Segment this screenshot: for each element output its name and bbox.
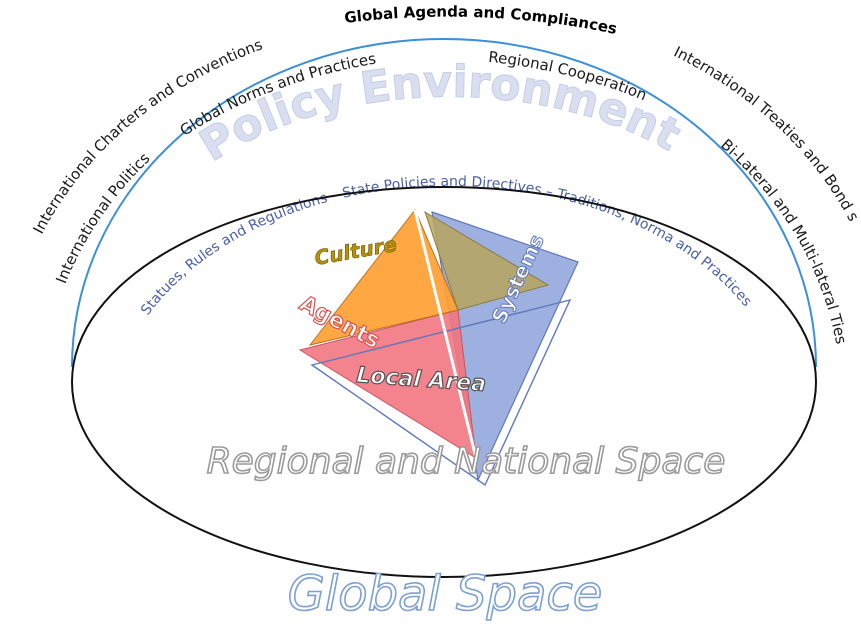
global-agenda-label: Global Agenda and Compliances <box>343 3 618 38</box>
culture-triangle <box>308 209 459 346</box>
policy-arc-line <box>71 38 817 368</box>
local-area-outline <box>310 298 572 487</box>
agents-triangle <box>298 309 477 459</box>
global-space-label: Global Space <box>288 566 603 622</box>
regional-national-ellipse <box>71 186 817 578</box>
regional-national-space-label: Regional and National Space <box>207 441 726 482</box>
culture-overlap-triangle <box>424 210 550 311</box>
policy-environment-title: Policy Environment <box>191 57 689 172</box>
pyramid-edge <box>413 209 478 459</box>
